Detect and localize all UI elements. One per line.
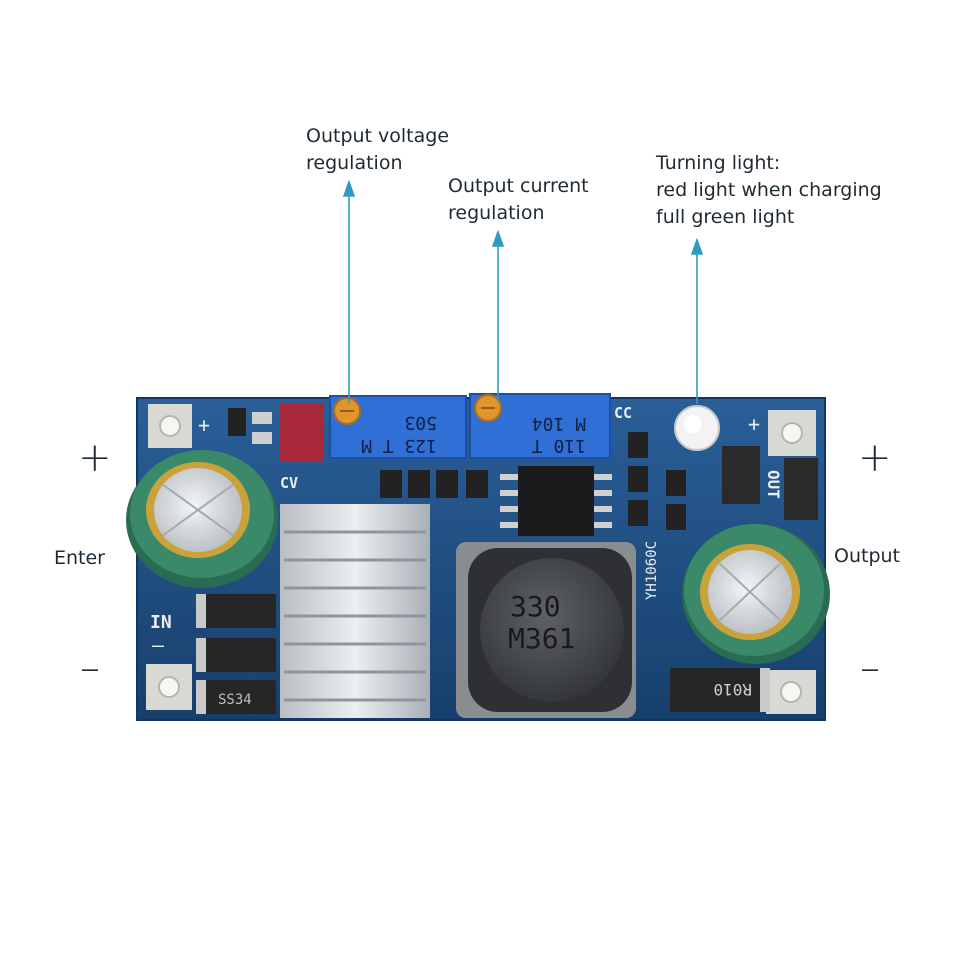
pot-right-code-top: M 104 — [532, 413, 586, 434]
resistor-marking: R010 — [713, 680, 752, 699]
model-silkscreen: YH1060C — [644, 541, 660, 600]
voltage-potentiometer: 503 123 T M — [329, 395, 467, 459]
input-minus-sign: – — [80, 645, 100, 691]
input-label: Enter — [54, 547, 105, 569]
current-label-line1: Output current — [448, 175, 589, 197]
current-regulation-label: Output current regulation — [448, 173, 589, 227]
inductor: 330 M361 — [456, 542, 636, 718]
voltage-label-line2: regulation — [306, 152, 403, 174]
heatsink — [280, 504, 430, 718]
output-plus-sign: + — [858, 435, 892, 481]
smd-resistors — [380, 432, 686, 530]
shunt-resistor: R010 — [670, 668, 770, 712]
current-label-line2: regulation — [448, 202, 545, 224]
cc-silkscreen: CC — [614, 404, 632, 422]
ic-chip — [500, 466, 612, 536]
output-capacitor — [682, 524, 830, 664]
svg-text:–: – — [152, 633, 165, 657]
inductor-code-top: 330 — [510, 590, 561, 623]
annotation-arrows — [342, 179, 704, 404]
input-capacitor — [126, 450, 278, 588]
light-label-line1: Turning light: — [656, 152, 781, 174]
light-label-line3: full green light — [656, 206, 795, 228]
indicator-light-label: Turning light: red light when charging f… — [656, 150, 882, 231]
svg-text:+: + — [748, 412, 760, 436]
voltage-label-line1: Output voltage — [306, 125, 450, 147]
cv-silkscreen: CV — [280, 474, 298, 492]
pot-left-code-top: 503 — [404, 412, 437, 433]
output-label: Output — [834, 545, 900, 567]
diode-marking: SS34 — [218, 692, 252, 708]
output-minus-sign: – — [860, 645, 880, 691]
current-potentiometer: M 104 110 T — [469, 393, 611, 459]
in-silkscreen: IN — [150, 612, 172, 633]
pot-right-code-bottom: 110 T — [532, 435, 586, 456]
pot-left-code-bottom: 123 T M — [361, 435, 437, 456]
out-silkscreen: OUT — [764, 470, 783, 499]
input-plus-sign: + — [78, 435, 112, 481]
input-diodes: SS34 — [196, 594, 276, 714]
status-led — [674, 405, 720, 451]
svg-text:+: + — [198, 413, 210, 437]
mounting-holes — [146, 404, 816, 714]
voltage-regulation-label: Output voltage regulation — [306, 123, 449, 177]
light-label-line2: red light when charging — [656, 179, 882, 201]
inductor-code-bottom: M361 — [508, 622, 575, 655]
